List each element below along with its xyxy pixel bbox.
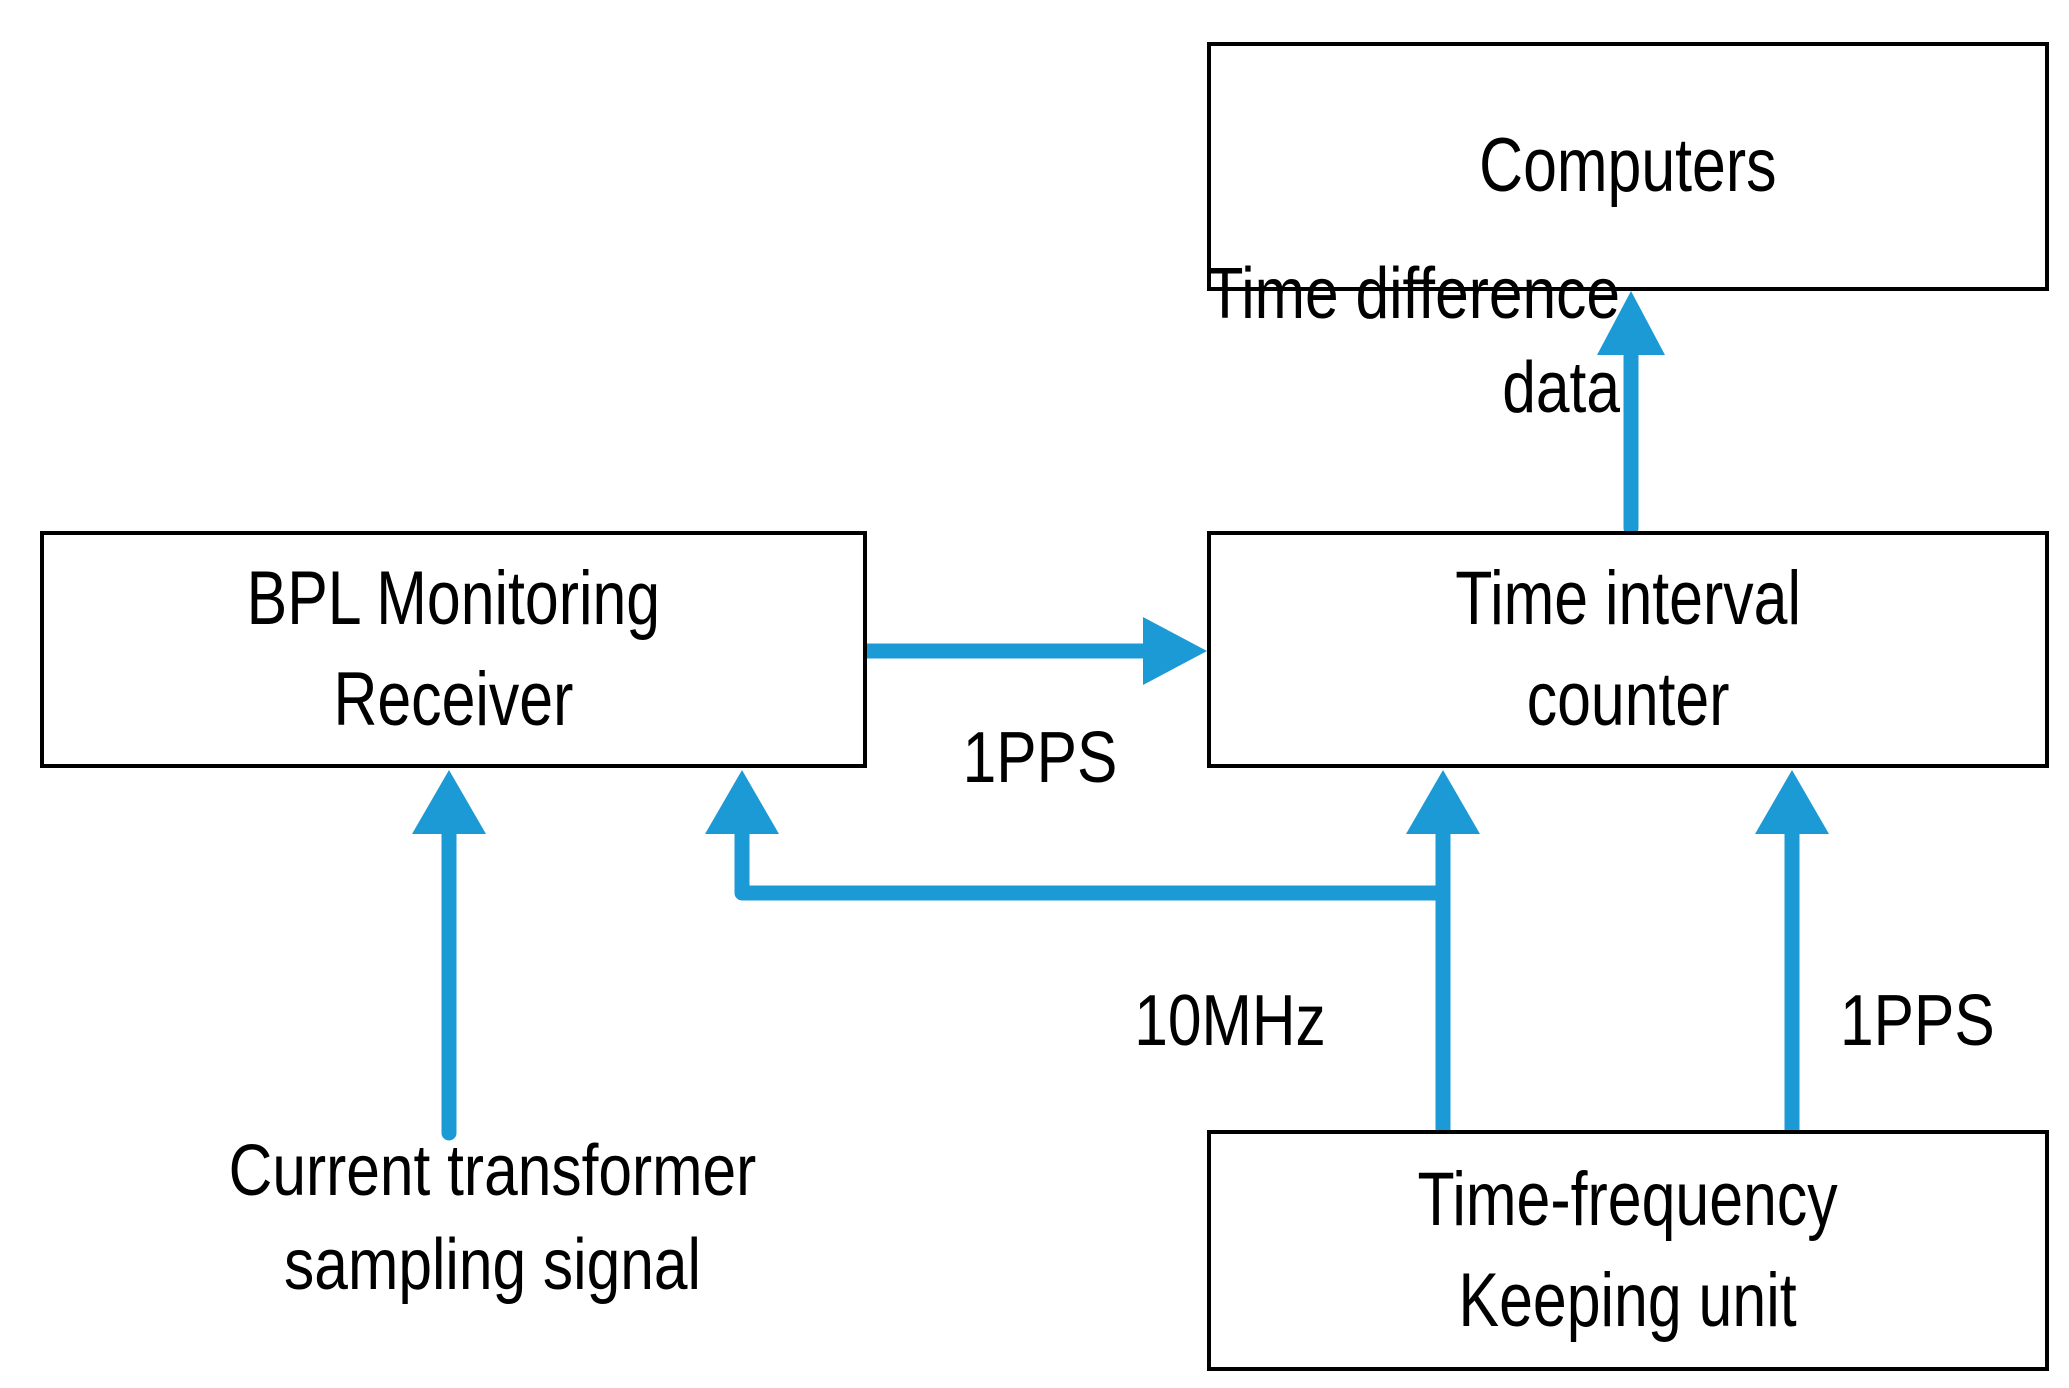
node-computers-label: Computers xyxy=(1479,123,1777,209)
edge-label-1pps-unit-to-counter: 1PPS xyxy=(1840,981,1995,1061)
node-time-interval-counter-label: Time interval counter xyxy=(1455,556,1801,742)
node-time-interval-counter[interactable]: Time interval counter xyxy=(1207,531,2049,768)
arrow-timefreq-1pps-to-counter xyxy=(1755,770,1829,1141)
edge-label-1pps-receiver-to-counter: 1PPS xyxy=(962,718,1118,798)
arrow-timefreq-10mhz-to-bpl xyxy=(705,770,1451,901)
edge-label-time-difference-data: Time difference data xyxy=(1206,254,1620,428)
arrow-counter-to-computers xyxy=(1597,291,1665,536)
arrow-timefreq-10mhz-to-counter xyxy=(1406,770,1480,1141)
edge-label-current-transformer-sampling-signal: Current transformer sampling signal xyxy=(228,1131,757,1305)
node-bpl-monitoring-receiver[interactable]: BPL Monitoring Receiver xyxy=(40,531,867,768)
arrow-current-transformer-to-bpl xyxy=(412,770,486,1141)
edge-label-10mhz: 10MHz xyxy=(1134,981,1326,1061)
node-bpl-monitoring-receiver-label: BPL Monitoring Receiver xyxy=(246,556,661,742)
node-computers[interactable]: Computers xyxy=(1207,42,2049,291)
node-time-frequency-keeping-unit-label: Time-frequency Keeping unit xyxy=(1417,1157,1839,1343)
node-time-frequency-keeping-unit[interactable]: Time-frequency Keeping unit xyxy=(1207,1130,2049,1371)
arrow-bpl-to-counter xyxy=(847,617,1207,685)
